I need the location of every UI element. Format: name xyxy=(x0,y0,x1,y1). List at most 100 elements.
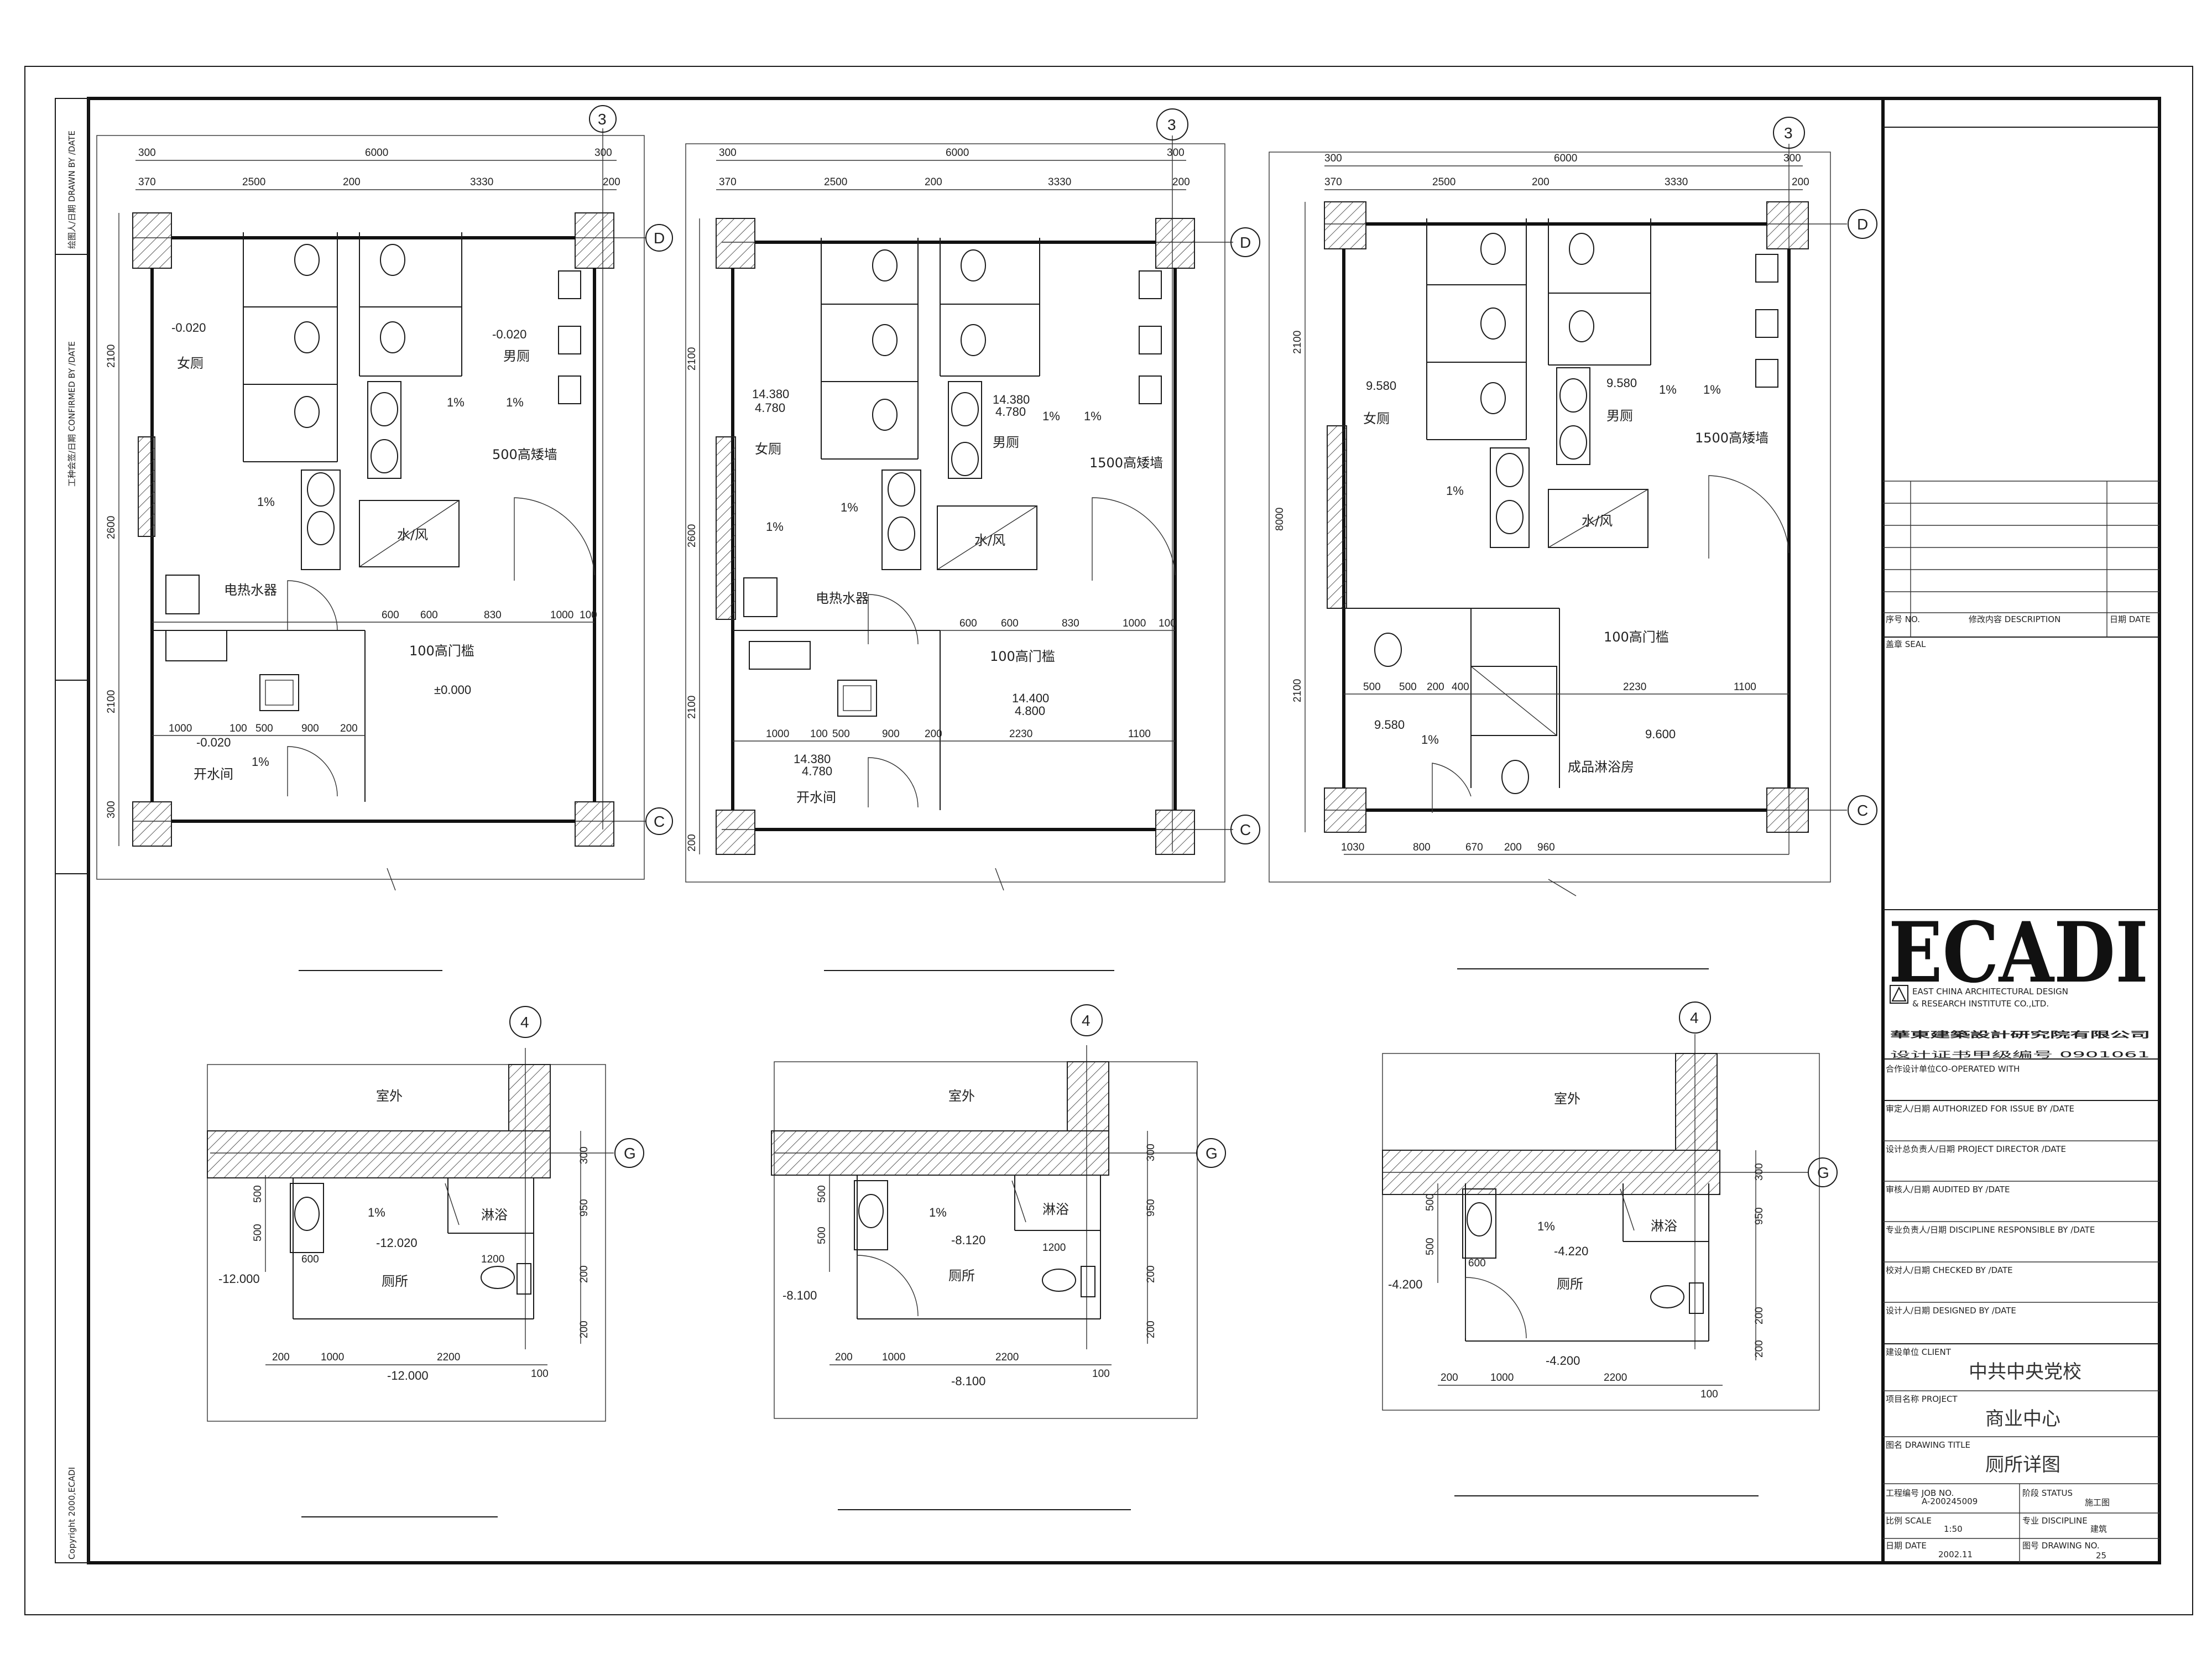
svg-text:1%: 1% xyxy=(252,755,269,769)
svg-text:2500: 2500 xyxy=(242,176,265,188)
svg-text:300: 300 xyxy=(1783,153,1801,164)
detail-1-grid-4 xyxy=(509,1006,541,1038)
svg-text:1000: 1000 xyxy=(766,728,789,740)
svg-text:900: 900 xyxy=(882,728,900,740)
svg-text:670: 670 xyxy=(1465,842,1483,853)
signoff-audited: 审核人/日期 AUDITED BY /DATE xyxy=(1886,1185,2010,1194)
svg-text:G: G xyxy=(1817,1164,1829,1181)
svg-text:-0.020: -0.020 xyxy=(196,735,231,749)
svg-text:6000: 6000 xyxy=(946,147,969,159)
plan-2-grid-C xyxy=(1230,815,1260,844)
svg-text:1500高矮墙: 1500高矮墙 xyxy=(1695,430,1768,446)
svg-text:1000: 1000 xyxy=(550,609,573,621)
svg-text:开水间: 开水间 xyxy=(796,790,836,805)
svg-text:-12.000: -12.000 xyxy=(218,1272,260,1286)
seal-label: 盖章 SEAL xyxy=(1886,639,1926,649)
logo-triangle-icon xyxy=(1890,985,1908,1004)
svg-text:370: 370 xyxy=(138,176,156,188)
svg-text:电热水器: 电热水器 xyxy=(816,591,869,606)
client-value: 中共中央党校 xyxy=(1969,1361,2081,1383)
detail-1: 4 G 室外 淋浴 厕所 -12.020 -12.000 -12.000 1% … xyxy=(207,1006,644,1517)
svg-text:200: 200 xyxy=(1792,176,1809,188)
plan-3-grid-3 xyxy=(1773,117,1805,149)
svg-text:室外: 室外 xyxy=(1554,1091,1580,1107)
svg-text:2100: 2100 xyxy=(686,696,698,719)
svg-text:200: 200 xyxy=(1754,1340,1765,1358)
discipline-value: 建筑 xyxy=(2090,1524,2107,1534)
svg-text:2100: 2100 xyxy=(106,690,117,713)
svg-text:300: 300 xyxy=(1754,1163,1765,1181)
svg-text:830: 830 xyxy=(484,609,502,621)
svg-text:-12.020: -12.020 xyxy=(376,1236,418,1250)
svg-text:600: 600 xyxy=(382,609,399,621)
svg-text:厕所: 厕所 xyxy=(1557,1276,1583,1292)
logo-en-1: EAST CHINA ARCHITECTURAL DESIGN xyxy=(1912,987,2068,997)
plan-3-grid-D xyxy=(1848,209,1877,239)
plan-1-frame xyxy=(96,135,645,880)
job-no-label: 工程编号 JOB NO. xyxy=(1886,1488,1954,1498)
svg-text:1%: 1% xyxy=(1084,409,1102,423)
shower-enclosure xyxy=(1470,666,1557,736)
svg-text:D: D xyxy=(1240,234,1251,251)
svg-text:D: D xyxy=(1857,216,1868,233)
plan-1-grid-C xyxy=(645,807,673,835)
svg-text:1000: 1000 xyxy=(1490,1372,1514,1384)
svg-text:女厕: 女厕 xyxy=(177,356,204,371)
svg-text:1000: 1000 xyxy=(321,1352,344,1363)
plan-1-grid-D xyxy=(645,224,673,252)
svg-text:6000: 6000 xyxy=(1554,153,1577,164)
svg-text:6000: 6000 xyxy=(365,147,388,159)
signoff-director: 设计总负责人/日期 PROJECT DIRECTOR /DATE xyxy=(1886,1144,2066,1154)
svg-text:-4.200: -4.200 xyxy=(1546,1354,1580,1368)
svg-text:2200: 2200 xyxy=(995,1352,1019,1363)
svg-text:-4.220: -4.220 xyxy=(1554,1244,1588,1258)
plan-3-frame xyxy=(1269,152,1831,883)
svg-text:1000: 1000 xyxy=(1123,618,1146,629)
drawing-no-label: 图号 DRAWING NO. xyxy=(2022,1541,2100,1551)
plan-2-grid-3 xyxy=(1156,108,1188,140)
plan-3: 3 D C 300 6000 300 370 2500 200 3330 200 xyxy=(1269,117,1877,969)
svg-text:950: 950 xyxy=(1145,1199,1157,1217)
svg-text:电热水器: 电热水器 xyxy=(224,582,277,598)
rev-no-header: 序号 NO. xyxy=(1886,614,1920,624)
svg-text:C: C xyxy=(1240,821,1251,838)
plan-3-grid-C xyxy=(1848,795,1877,825)
project-value: 商业中心 xyxy=(1985,1408,2060,1430)
drawing-no-value: 25 xyxy=(2096,1551,2106,1561)
svg-text:500: 500 xyxy=(1399,681,1417,693)
svg-text:1100: 1100 xyxy=(1734,681,1756,693)
svg-text:淋浴: 淋浴 xyxy=(481,1207,508,1223)
outer-border xyxy=(24,66,2193,1615)
svg-text:2100: 2100 xyxy=(1292,679,1303,702)
svg-text:1%: 1% xyxy=(1659,383,1677,397)
svg-text:300: 300 xyxy=(578,1146,590,1164)
svg-text:淋浴: 淋浴 xyxy=(1042,1202,1069,1217)
svg-text:100高门槛: 100高门槛 xyxy=(1604,629,1669,645)
status-value: 施工图 xyxy=(2085,1498,2110,1507)
svg-text:G: G xyxy=(624,1145,636,1162)
svg-text:8000: 8000 xyxy=(1274,508,1286,531)
svg-text:300: 300 xyxy=(1167,147,1185,159)
svg-text:1%: 1% xyxy=(1421,733,1439,747)
plan-2-frame xyxy=(685,143,1225,883)
client-label: 建设单位 CLIENT xyxy=(1886,1347,1952,1357)
svg-text:14.380: 14.380 xyxy=(993,393,1030,406)
svg-text:-0.020: -0.020 xyxy=(171,321,206,335)
svg-text:200: 200 xyxy=(1172,176,1190,188)
svg-text:3330: 3330 xyxy=(470,176,493,188)
svg-text:4: 4 xyxy=(1082,1012,1091,1029)
svg-text:500: 500 xyxy=(816,1227,828,1244)
drawing-title-label: 图名 DRAWING TITLE xyxy=(1886,1440,1970,1450)
svg-text:4.800: 4.800 xyxy=(1015,704,1045,718)
svg-text:200: 200 xyxy=(1532,176,1550,188)
svg-text:200: 200 xyxy=(1145,1321,1157,1338)
svg-text:200: 200 xyxy=(343,176,361,188)
logo-mark: ECADI xyxy=(1888,904,2148,1001)
svg-text:2200: 2200 xyxy=(437,1352,460,1363)
svg-text:女厕: 女厕 xyxy=(755,441,781,457)
svg-text:600: 600 xyxy=(1468,1258,1486,1269)
svg-text:4: 4 xyxy=(520,1014,529,1031)
rev-date-header: 日期 DATE xyxy=(2110,614,2151,624)
svg-text:200: 200 xyxy=(578,1321,590,1338)
scale-label: 比例 SCALE xyxy=(1886,1516,1932,1526)
